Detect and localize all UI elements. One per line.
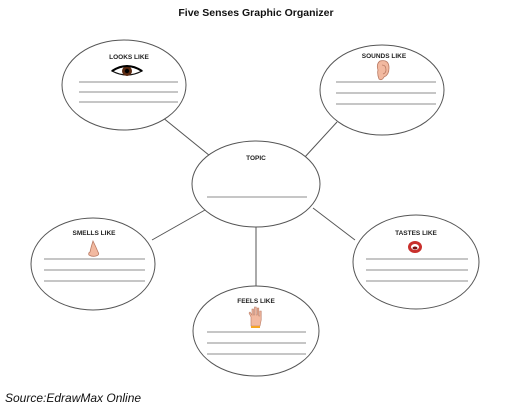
diagram-title: Five Senses Graphic Organizer	[178, 7, 334, 19]
node-looks-ellipse	[61, 39, 187, 131]
node-looks: LOOKS LIKE	[61, 39, 187, 131]
connector-sounds	[303, 121, 338, 159]
node-smells: SMELLS LIKE	[30, 217, 156, 311]
connector-smells	[151, 209, 206, 241]
node-sounds-label: SOUNDS LIKE	[362, 53, 407, 60]
node-tastes-ellipse	[352, 214, 480, 310]
node-sounds-ellipse	[319, 44, 445, 136]
node-feels-ellipse	[192, 285, 320, 377]
node-smells-label: SMELLS LIKE	[73, 230, 117, 237]
node-smells-ellipse	[30, 217, 156, 311]
node-tastes: TASTES LIKE	[352, 214, 480, 310]
connector-looks	[161, 116, 216, 161]
connector-tastes	[312, 207, 356, 241]
node-looks-label: LOOKS LIKE	[109, 54, 149, 61]
node-topic-label: TOPIC	[246, 155, 266, 162]
eye-icon	[110, 65, 144, 76]
node-tastes-label: TASTES LIKE	[395, 230, 437, 237]
mouth-icon	[408, 241, 422, 253]
node-topic: TOPIC	[191, 140, 321, 228]
caption-bar: Source:EdrawMax Online	[0, 384, 512, 413]
nose-icon	[88, 239, 100, 257]
node-sounds: SOUNDS LIKE	[319, 44, 445, 136]
node-topic-ellipse	[191, 140, 321, 228]
ear-icon	[376, 60, 390, 81]
hand-icon	[248, 306, 262, 328]
node-feels-label: FEELS LIKE	[237, 298, 275, 305]
source-caption: Source:EdrawMax Online	[5, 391, 142, 405]
node-feels: FEELS LIKE	[192, 285, 320, 377]
